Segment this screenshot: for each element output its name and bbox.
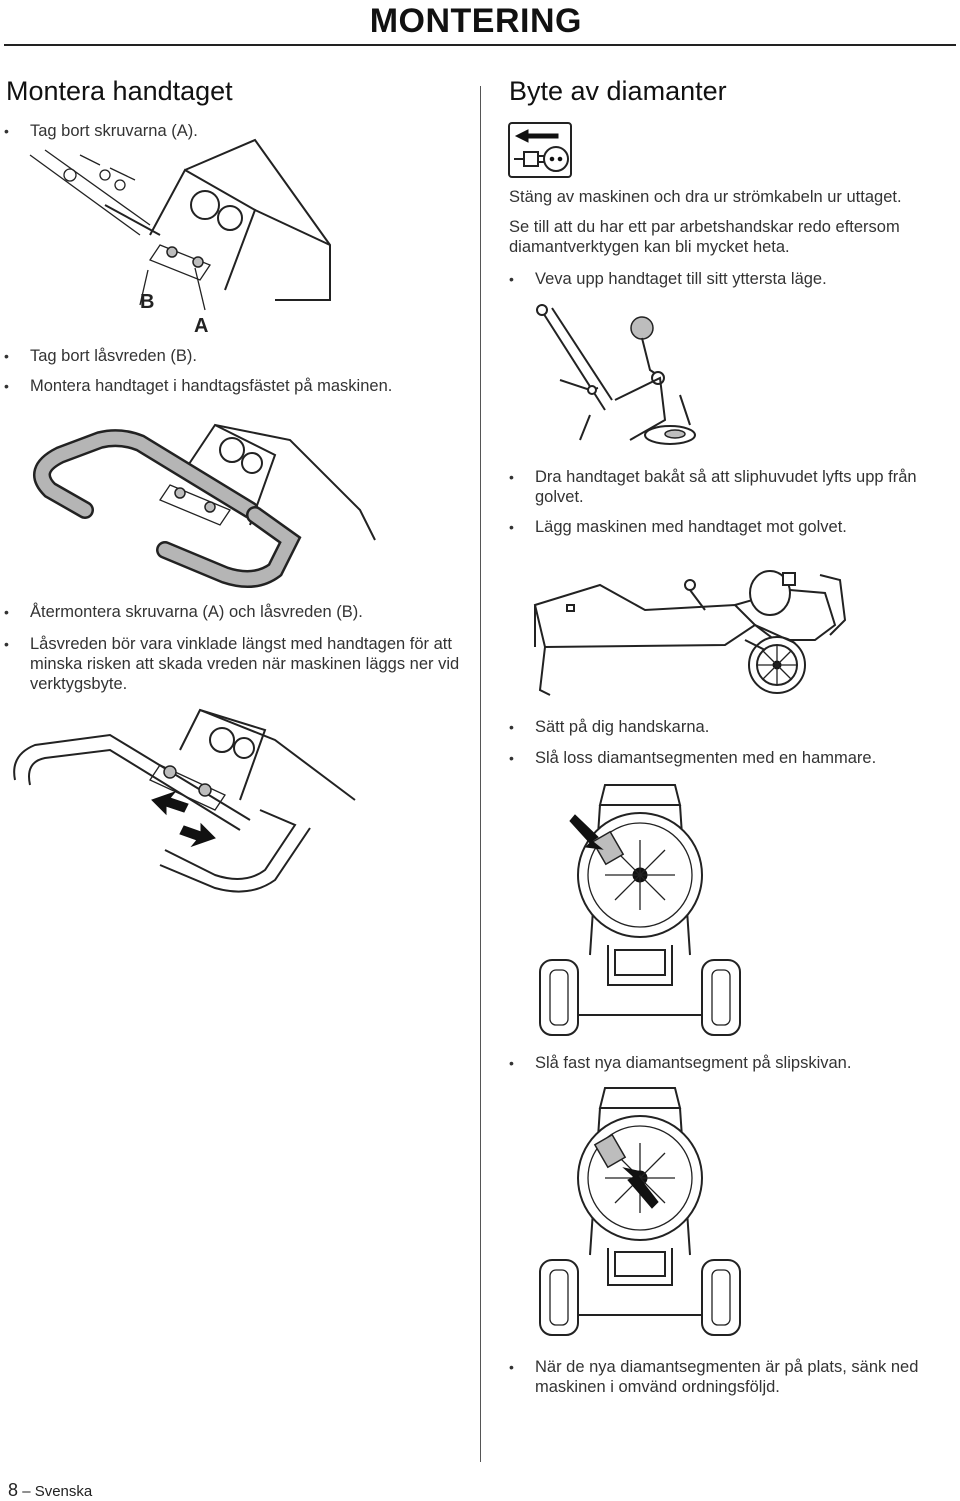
figure-lock-knobs — [13, 708, 356, 893]
list-item: Återmontera skruvarna (A) och låsvreden … — [4, 602, 470, 622]
list-item: Slå loss diamantsegmenten med en hammare… — [509, 748, 955, 768]
section-heading-diamonds: Byte av diamanter — [509, 76, 727, 106]
footer-dash: – — [22, 1483, 31, 1500]
figure-machine-lying — [533, 570, 847, 696]
instruction-text: Se till att du har ett par arbetshandska… — [509, 218, 900, 256]
instruction-text: Stäng av maskinen och dra ur strömkabeln… — [509, 188, 902, 206]
list-item: När de nya diamantsegmenten är på plats,… — [509, 1357, 955, 1397]
page-title: MONTERING — [369, 2, 582, 40]
list-item: Montera handtaget i handtagsfästet på ma… — [4, 376, 470, 396]
list-item: Sätt på dig handskarna. — [509, 717, 955, 737]
unplug-icon — [508, 122, 572, 178]
list-item: Lägg maskinen med handtaget mot golvet. — [509, 517, 955, 537]
footer-language: Svenska — [34, 1483, 93, 1500]
column-divider — [480, 86, 481, 1462]
list-item: Slå fast nya diamantsegment på slipskiva… — [509, 1053, 955, 1073]
section-heading-handle: Montera handtaget — [6, 76, 233, 106]
page-number: 8 — [8, 1480, 19, 1500]
page-footer: 8 – Svenska — [8, 1480, 92, 1501]
header-rule — [4, 44, 956, 46]
list-item: Veva upp handtaget till sitt yttersta lä… — [509, 269, 955, 289]
figure-mount-handle — [33, 423, 376, 588]
figure-crank-handle — [536, 304, 696, 445]
list-item: Låsvreden bör vara vinklade längst med h… — [4, 634, 470, 694]
figure-attach-segments — [539, 1087, 741, 1336]
list-item: Tag bort låsvreden (B). — [4, 346, 470, 366]
list-item: Dra handtaget bakåt så att sliphuvudet l… — [509, 467, 955, 507]
label-a: A — [194, 315, 209, 337]
label-b: B — [140, 291, 155, 313]
figure-remove-screws — [29, 138, 331, 311]
figure-remove-segments — [539, 784, 741, 1036]
list-item: Tag bort skruvarna (A). — [4, 121, 470, 141]
